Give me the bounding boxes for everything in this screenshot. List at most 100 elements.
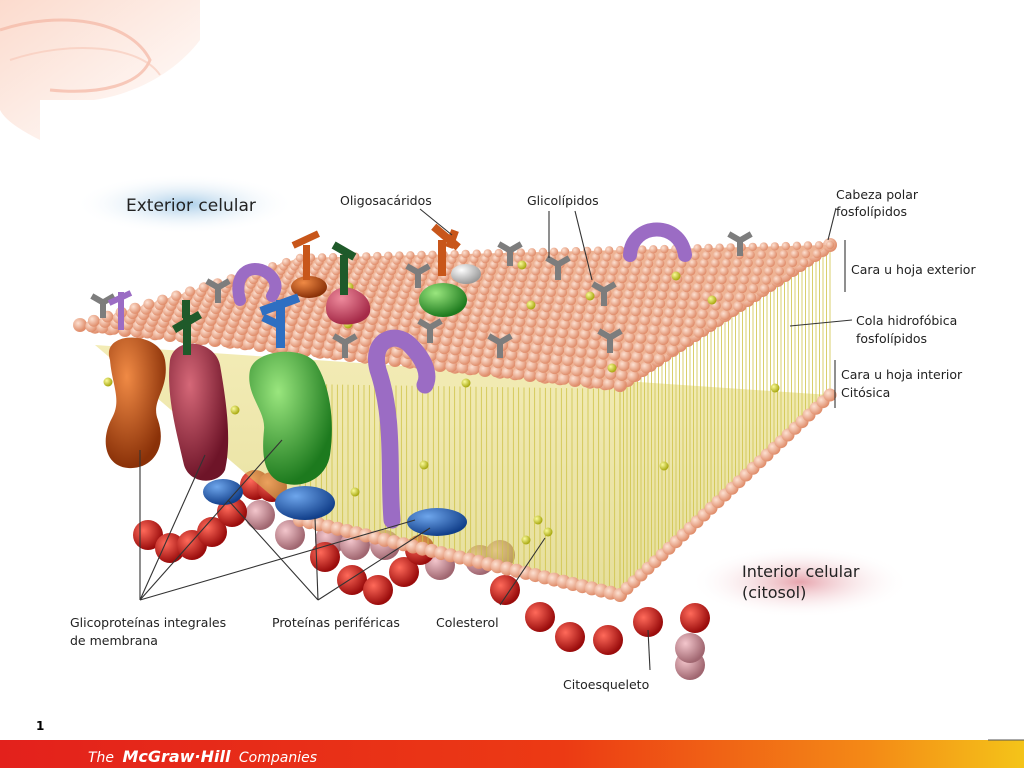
glycolipid [727, 231, 753, 256]
channel-proteins [232, 222, 692, 529]
phospholipid-head [428, 250, 437, 259]
peripheral-protein-2 [275, 486, 335, 520]
phospholipid-head [724, 250, 733, 260]
phospholipid-head [157, 294, 168, 306]
label-glicolipidos: Glicolípidos [527, 193, 599, 208]
phospholipid-head [597, 348, 609, 360]
phospholipid-head [697, 266, 707, 276]
phospholipid-head [560, 247, 570, 256]
cholesterol-molecule [671, 271, 681, 281]
protein-green [249, 351, 332, 485]
phospholipid-head [695, 274, 705, 284]
phospholipid-head [702, 251, 711, 260]
phospholipid-head [759, 284, 770, 294]
phospholipid-head [761, 275, 772, 285]
phospholipid-head [541, 343, 553, 355]
phospholipid-head [662, 316, 673, 327]
phospholipid-head [606, 273, 616, 284]
peripheral-protein-1 [203, 479, 243, 505]
phospholipid-head [595, 273, 605, 283]
phospholipid-head [631, 266, 640, 276]
phospholipid-head [521, 333, 533, 345]
phospholipid-head [691, 251, 700, 260]
oligosaccharide-orange [291, 223, 461, 280]
label-glicoproteinas-1: Glicoproteínas integrales [70, 615, 226, 630]
phospholipid-head [604, 321, 615, 333]
phospholipid-head [546, 326, 557, 338]
protein-maroon [169, 343, 229, 481]
phospholipid-head [595, 357, 608, 370]
label-cola-2: fosfolípidos [856, 331, 927, 346]
phospholipid-head [801, 249, 811, 259]
phospholipid-head [510, 332, 522, 344]
phospholipid-head [593, 246, 603, 255]
phospholipid-head [610, 340, 623, 352]
phospholipid-head [642, 266, 652, 276]
label-cabeza-polar-1: Cabeza polar [836, 187, 919, 202]
phospholipid-head [548, 280, 559, 290]
phospholipid-head [534, 325, 546, 337]
phospholipid-head [825, 240, 835, 250]
phospholipid-head [570, 280, 581, 291]
phospholipid-head [764, 266, 773, 276]
phospholipid-head [755, 258, 764, 268]
phospholipid-head [659, 325, 671, 336]
phospholipid-head [766, 258, 775, 268]
phospholipid-head [317, 253, 327, 262]
phospholipid-head [644, 259, 654, 268]
phospholipid-head [621, 297, 632, 308]
cholesterol-molecule [543, 527, 553, 537]
phospholipid-head [717, 274, 727, 285]
phospholipid-head [494, 248, 503, 258]
phospholipid-head [608, 305, 619, 316]
phospholipid-head [653, 307, 664, 318]
label-interior-1: Interior celular [742, 562, 860, 581]
phospholipid-head [619, 305, 630, 316]
phospholipid-head [549, 247, 559, 256]
phospholipid-head [597, 266, 607, 276]
glycolipid [591, 281, 617, 306]
phospholipid-head [550, 353, 563, 365]
phospholipid-head [373, 251, 382, 261]
phospholipid-head [171, 290, 182, 301]
cytoskeleton-sphere-pink [245, 500, 275, 530]
cholesterol-molecule [533, 515, 543, 525]
phospholipid-head [539, 352, 551, 364]
cytoskeleton-sphere-red [389, 557, 419, 587]
phospholipid-head [566, 259, 576, 269]
phospholipid-head [733, 301, 744, 312]
phospholipid-head [823, 388, 837, 402]
phospholipid-head [622, 340, 634, 353]
phospholipid-head [198, 282, 209, 293]
phospholipid-head [626, 281, 636, 292]
phospholipid-head [406, 251, 415, 260]
phospholipid-head [732, 258, 742, 268]
phospholipid-head [788, 258, 798, 267]
phospholipid-head [575, 346, 587, 358]
phospholipid-head [535, 370, 548, 383]
phospholipid-head [548, 362, 561, 375]
phospholipid-head [661, 274, 672, 284]
phospholipid-head [630, 306, 641, 317]
phospholipid-head [768, 250, 777, 259]
phospholipid-head [748, 242, 757, 252]
phospholipid-head [708, 309, 720, 320]
phospholipid-head [483, 249, 492, 258]
phospholipid-head [571, 364, 583, 377]
phospholipid-head [569, 374, 581, 386]
phospholipid-head [750, 275, 760, 285]
phospholipid-head [512, 324, 524, 335]
phospholipid-head [644, 342, 656, 354]
phospholipid-head [680, 335, 691, 347]
phospholipid-head [395, 251, 404, 260]
protein-pink-surface [326, 287, 371, 325]
phospholipid-head [686, 266, 696, 276]
phospholipid-head [537, 361, 550, 373]
cholesterol-molecule [585, 291, 595, 301]
oligosaccharide-blue [259, 293, 301, 348]
phospholipid-head [566, 295, 577, 306]
phospholipid-head [613, 252, 623, 262]
phospholipid-head [554, 335, 567, 347]
phospholipid-head [719, 266, 729, 276]
